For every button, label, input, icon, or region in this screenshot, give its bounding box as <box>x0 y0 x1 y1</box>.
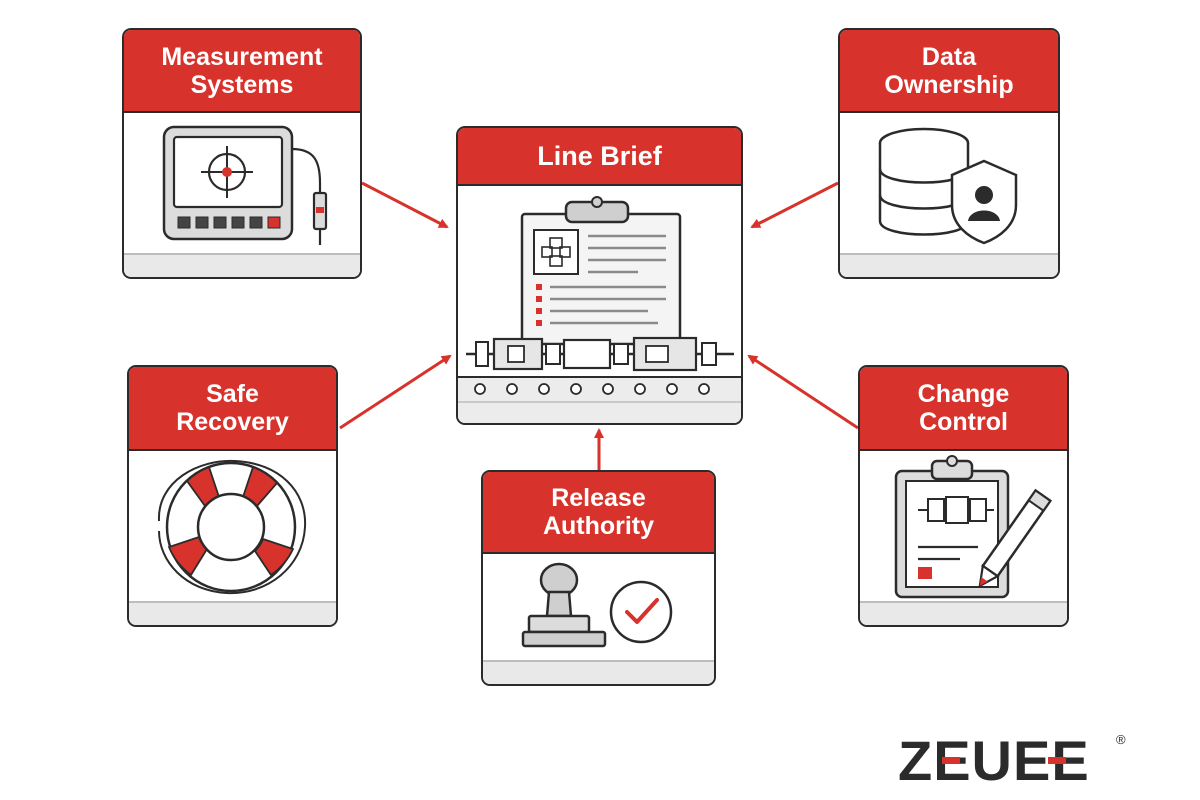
data-ownership-icon-wrap <box>840 113 1058 257</box>
clipboard-production-line-icon <box>466 196 734 372</box>
measurement-device-icon <box>162 125 328 245</box>
change-control-card: Change Control <box>858 365 1069 627</box>
measurement-systems-title-line1: Measurement <box>161 42 323 71</box>
measurement-systems-card: Measurement Systems <box>122 28 362 279</box>
data-ownership-header: Data Ownership <box>840 30 1058 113</box>
conveyor-holes-icon <box>458 383 741 403</box>
database-shield-icon <box>878 127 1018 245</box>
release-authority-card: Release Authority <box>481 470 716 686</box>
change-control-card-footer <box>860 601 1067 625</box>
release-authority-header: Release Authority <box>483 472 714 554</box>
logo-accent-1 <box>942 757 960 764</box>
logo-accent-2 <box>1048 757 1066 764</box>
data-ownership-title-line1: Data <box>921 42 977 71</box>
line-brief-icon <box>458 186 741 376</box>
change-control-title-line2: Control <box>919 408 1008 436</box>
data-ownership-card: Data Ownership <box>838 28 1060 279</box>
safe-recovery-card-footer <box>129 601 336 625</box>
safe-recovery-header: Safe Recovery <box>129 367 336 451</box>
clipboard-pencil-icon <box>894 455 1053 599</box>
zeuee-logo-icon: ZEUEE ® <box>898 729 1126 792</box>
change-control-icon-wrap <box>860 451 1067 603</box>
arrow-safe-recovery <box>339 354 452 430</box>
measurement-card-footer <box>124 253 360 277</box>
brand-logo: ZEUEE ® <box>898 728 1138 795</box>
data-ownership-title-line2: Ownership <box>884 70 1014 99</box>
measurement-icon-wrap <box>124 113 360 257</box>
line-brief-card: Line Brief <box>456 126 743 425</box>
safe-recovery-title-line2: Recovery <box>176 408 289 436</box>
safe-recovery-icon-wrap <box>129 451 336 603</box>
release-authority-title-line2: Authority <box>542 512 655 540</box>
change-control-header: Change Control <box>860 367 1067 451</box>
stamp-check-icon <box>521 562 673 648</box>
arrow-change-control <box>747 354 859 430</box>
release-authority-icon-wrap <box>483 554 714 664</box>
data-ownership-card-footer <box>840 253 1058 277</box>
measurement-systems-header: Measurement Systems <box>124 30 360 113</box>
measurement-systems-title-line2: Systems <box>190 70 294 99</box>
release-authority-title-line1: Release <box>551 484 646 512</box>
registered-mark: ® <box>1116 732 1126 747</box>
safe-recovery-title-line1: Safe <box>206 380 259 408</box>
arrow-data-ownership <box>750 181 839 229</box>
safe-recovery-card: Safe Recovery <box>127 365 338 627</box>
arrow-measurement <box>361 181 449 229</box>
change-control-title-line1: Change <box>917 380 1010 408</box>
release-authority-card-footer <box>483 660 714 684</box>
line-brief-header: Line Brief <box>458 128 741 186</box>
conveyor-strip <box>458 376 741 423</box>
life-buoy-icon <box>157 459 307 595</box>
line-brief-title: Line Brief <box>537 140 662 171</box>
